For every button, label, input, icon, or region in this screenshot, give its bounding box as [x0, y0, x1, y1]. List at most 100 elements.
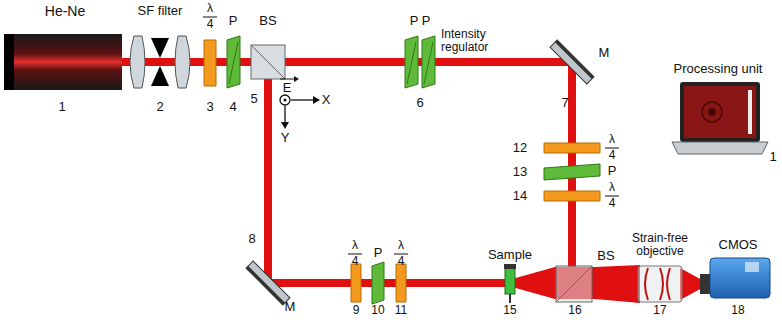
quarter-wave-plate: [396, 264, 406, 302]
part-name: λ: [398, 239, 404, 252]
coordinate-axes: [294, 76, 299, 82]
callout-number: 4: [229, 100, 236, 114]
callout-number: 12: [513, 141, 527, 155]
spatial-filter: [151, 38, 169, 58]
mirror: [550, 40, 594, 84]
part-name: 4: [207, 18, 214, 31]
callout-number: 7: [561, 96, 568, 110]
laptop: [672, 142, 768, 154]
laser: [4, 34, 14, 90]
objective-lens: [645, 268, 648, 300]
coordinate-axes: [284, 99, 287, 102]
quarter-wave-plate: [544, 143, 600, 153]
callout-number: 15: [503, 304, 516, 317]
callout-number: 2: [156, 100, 163, 114]
laser-beam: [122, 58, 702, 303]
objective-lens: [638, 266, 682, 302]
sample-cuvette: [504, 264, 516, 303]
part-name: 4: [609, 149, 616, 162]
sample-cuvette: [504, 264, 516, 269]
quarter-wave-plate: [396, 264, 406, 302]
callout-number: 1: [769, 150, 776, 164]
laser-beam: [568, 58, 576, 268]
callout-number: 14: [513, 189, 527, 203]
callout-number: 17: [653, 304, 666, 317]
objective-lens: [660, 268, 663, 300]
part-name: λ: [207, 2, 213, 15]
mirror: [246, 261, 290, 305]
spatial-filter: [146, 60, 174, 64]
beam-splitter: [556, 266, 592, 302]
cmos-camera: [700, 258, 770, 298]
sample-cuvette: [505, 268, 515, 294]
laser-beam: [680, 268, 702, 300]
callout-number: 8: [248, 232, 255, 246]
part-name: M: [285, 300, 296, 314]
callout-number: 9: [353, 304, 360, 317]
axis-label: Y: [281, 131, 290, 145]
quarter-wave-plate: [544, 143, 600, 153]
polarizer: [227, 36, 240, 88]
part-name: BS: [259, 14, 276, 28]
polarizer: [372, 262, 384, 304]
quarter-wave-plate: [204, 40, 216, 86]
intensity-regulator: [424, 42, 433, 84]
beam-splitter: [251, 45, 285, 79]
intensity-regulator: [407, 42, 416, 84]
laptop: [708, 108, 716, 116]
part-name: λ: [609, 133, 615, 146]
callout-number: 3: [206, 100, 213, 114]
polarizer: [227, 36, 240, 88]
part-name: P: [608, 164, 617, 178]
quarter-wave-plate: [544, 191, 600, 201]
part-name: λ: [352, 239, 358, 252]
objective-lens: [638, 266, 682, 302]
laser: [4, 34, 122, 90]
part-name: He-Ne: [45, 4, 85, 19]
coordinate-axes: [280, 79, 294, 80]
polarizer: [544, 164, 600, 180]
beam-splitter: [556, 266, 592, 302]
mirror: [555, 40, 594, 79]
quarter-wave-plate: [544, 191, 600, 201]
part-name: M: [599, 46, 610, 60]
quarter-wave-plate: [351, 264, 361, 302]
callout-number: 6: [416, 96, 423, 110]
part-name: 4: [609, 197, 616, 210]
part-name: Processing unit: [674, 62, 763, 76]
mirror: [550, 40, 594, 84]
part-name: P: [229, 14, 238, 28]
axis-label: X: [322, 93, 331, 107]
callout-number: 1: [58, 100, 65, 114]
quarter-wave-plate: [351, 264, 361, 302]
mirror: [246, 266, 285, 305]
beam-splitter: [251, 45, 285, 79]
beam-splitter: [251, 45, 285, 79]
coordinate-axes: [313, 96, 320, 104]
coordinate-axes: [280, 76, 320, 129]
callout-number: 10: [371, 304, 384, 317]
part-name: 4: [398, 255, 405, 268]
intensity-regulator: [422, 36, 435, 88]
laser-beam: [512, 267, 555, 299]
laptop: [684, 86, 756, 138]
part-name: CMOS: [719, 238, 758, 252]
laptop: [702, 102, 722, 122]
spatial-filter: [175, 36, 190, 88]
callout-number: 18: [731, 304, 744, 317]
spatial-filter: [130, 36, 190, 88]
laser-beam: [264, 279, 510, 287]
part-name: SF filter: [138, 4, 183, 18]
part-name: 4: [352, 255, 359, 268]
laser-beam: [264, 76, 272, 287]
objective-lens: [667, 268, 670, 300]
intensity-regulator: [405, 36, 418, 88]
coordinate-axes: [280, 95, 290, 105]
cmos-camera: [745, 262, 759, 272]
polarizer: [372, 262, 384, 304]
laptop: [672, 82, 768, 154]
beam-splitter: [556, 266, 592, 302]
coordinate-axes: [284, 106, 285, 122]
